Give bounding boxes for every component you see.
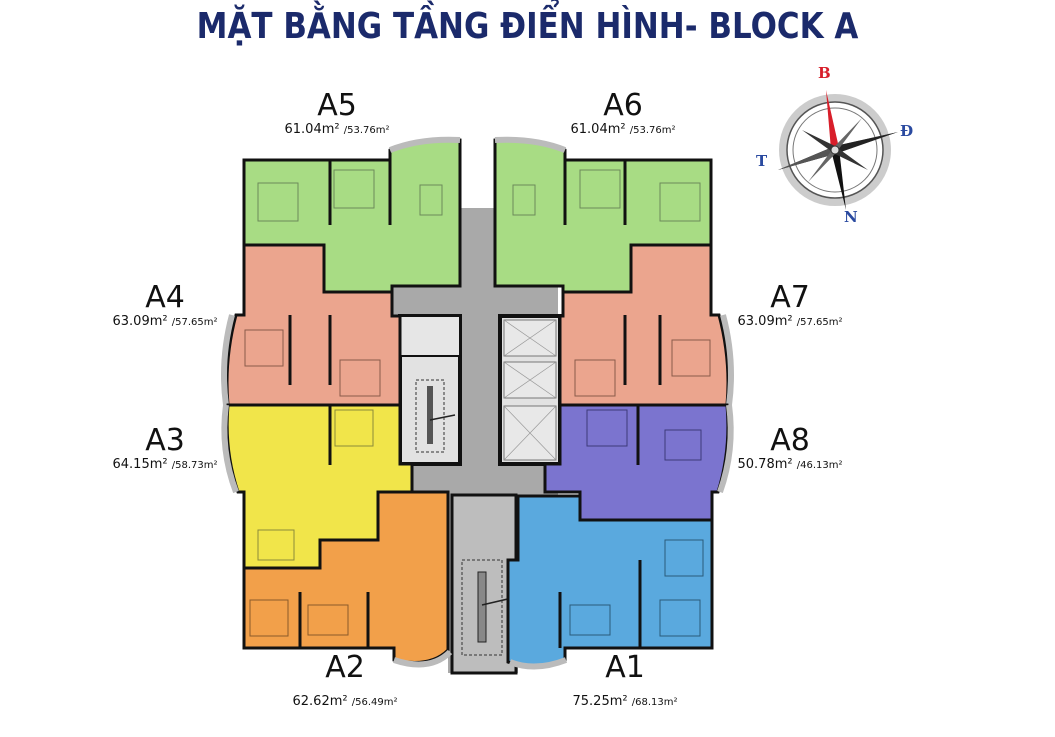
unit-name: A1 (605, 650, 645, 685)
unit-label-A1: A1 75.25m² /68.13m² (560, 652, 690, 711)
unit-label-A5: A5 61.04m² /53.76m² (272, 90, 402, 139)
compass-rose: B Đ N T (750, 60, 914, 230)
unit-A2[interactable] (242, 490, 453, 668)
unit-name: A3 (145, 423, 185, 458)
unit-label-A2: A2 62.62m² /56.49m² (280, 652, 410, 711)
compass-icon (778, 90, 898, 210)
compass-east-label: Đ (900, 122, 914, 140)
unit-A4[interactable] (221, 243, 402, 407)
unit-name: A7 (770, 280, 810, 315)
unit-area: 61.04m² /53.76m² (284, 122, 390, 137)
compass-north-label: B (818, 64, 831, 82)
unit-A7[interactable] (558, 243, 734, 407)
unit-name: A8 (770, 423, 810, 458)
unit-A1[interactable] (506, 494, 714, 670)
unit-label-A8: A8 50.78m² /46.13m² (725, 425, 855, 474)
unit-name: A2 (325, 650, 365, 685)
unit-area: 62.62m² /56.49m² (292, 694, 398, 709)
stairwell-left (398, 314, 462, 466)
unit-A8[interactable] (543, 403, 734, 522)
unit-label-A4: A4 63.09m² /57.65m² (100, 282, 230, 331)
unit-name: A4 (145, 280, 185, 315)
unit-label-A7: A7 63.09m² /57.65m² (725, 282, 855, 331)
unit-name: A5 (317, 88, 357, 123)
compass-west-label: T (756, 152, 768, 170)
unit-label-A6: A6 61.04m² /53.76m² (558, 90, 688, 139)
unit-area: 61.04m² /53.76m² (570, 122, 676, 137)
compass-south-label: N (844, 208, 858, 226)
elevator-core (498, 314, 562, 466)
unit-area: 75.25m² /68.13m² (572, 694, 678, 709)
unit-name: A6 (603, 88, 643, 123)
unit-area: 63.09m² /57.65m² (737, 314, 843, 329)
unit-A3[interactable] (221, 403, 414, 570)
unit-area: 50.78m² /46.13m² (737, 457, 843, 472)
unit-area: 63.09m² /57.65m² (112, 314, 218, 329)
unit-label-A3: A3 64.15m² /58.73m² (100, 425, 230, 474)
stairwell-bottom (450, 493, 518, 675)
unit-area: 64.15m² /58.73m² (112, 457, 218, 472)
page-title: MẶT BẰNG TẦNG ĐIỂN HÌNH- BLOCK A (196, 6, 859, 47)
